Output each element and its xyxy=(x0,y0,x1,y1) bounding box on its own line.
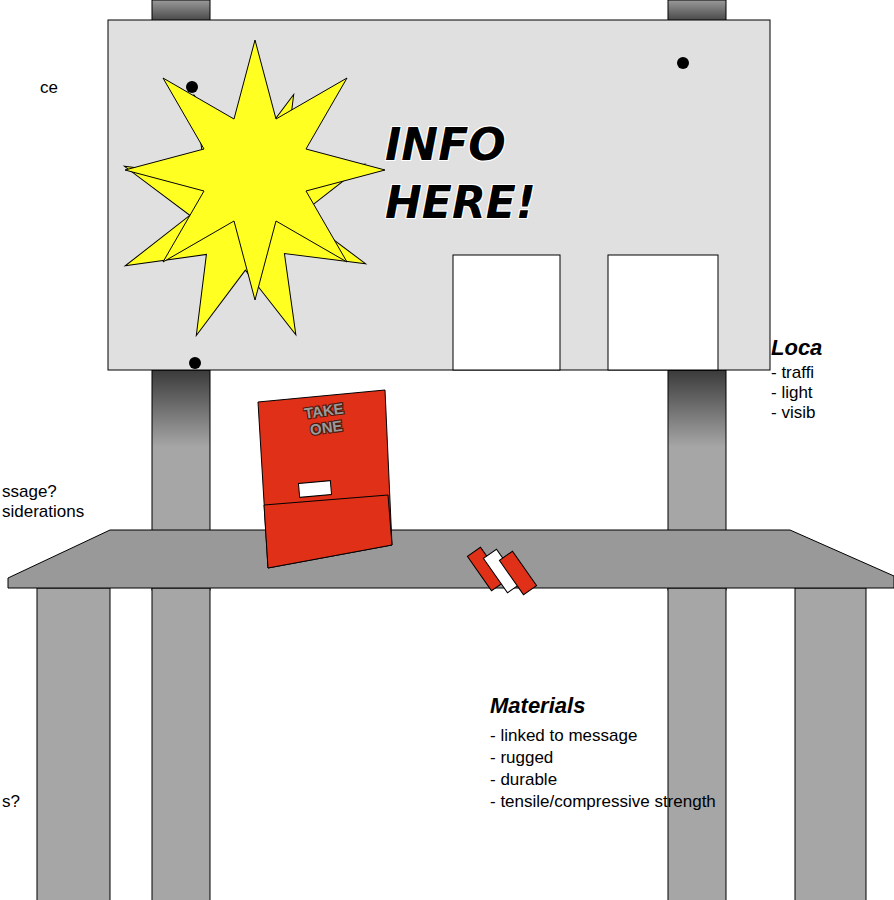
list-item: - linked to message xyxy=(490,726,637,746)
poster-panel xyxy=(453,255,560,370)
list-item: - light xyxy=(771,383,813,402)
list-item: - rugged xyxy=(490,748,553,768)
sign-heading: INFO HERE! xyxy=(385,116,585,232)
list-item: - visib xyxy=(771,403,815,422)
poster-panel xyxy=(608,255,718,370)
bolt-dot xyxy=(189,357,201,369)
bolt-dot xyxy=(186,81,198,93)
holder-pocket xyxy=(264,495,392,568)
table-top xyxy=(8,530,894,588)
note-text: ce xyxy=(40,78,58,98)
note-text: siderations xyxy=(2,502,84,521)
list-item: - light xyxy=(771,383,813,403)
sign-board: INFO HERE! xyxy=(108,20,770,370)
section-heading: Materials xyxy=(490,693,585,718)
list-item: - tensile/compressive strength xyxy=(490,792,716,811)
post xyxy=(668,588,726,900)
list-item: - rugged xyxy=(490,748,553,767)
section-heading: Materials xyxy=(490,693,585,719)
note-text: ssage? xyxy=(2,482,57,502)
note-text: s? xyxy=(2,792,20,811)
table-leg xyxy=(795,588,866,900)
section-heading: Loca xyxy=(771,335,822,361)
list-item: - durable xyxy=(490,770,557,790)
card xyxy=(499,551,536,595)
note-text: ce xyxy=(40,78,58,97)
note-text: s? xyxy=(2,792,20,812)
star-burst xyxy=(125,40,385,300)
list-item: - durable xyxy=(490,770,557,789)
holder-label: TAKE ONE xyxy=(291,398,359,441)
section-heading: Loca xyxy=(771,335,822,360)
list-item: - traffi xyxy=(771,363,814,383)
bolt-dot xyxy=(677,57,689,69)
note-text: ssage? xyxy=(2,482,57,501)
brochure-holder: TAKE ONE xyxy=(258,390,392,568)
list-item: - tensile/compressive strength xyxy=(490,792,716,812)
brochure-slip xyxy=(298,481,331,498)
list-item: - linked to message xyxy=(490,726,637,745)
list-item: - traffi xyxy=(771,363,814,382)
list-item: - visib xyxy=(771,403,815,423)
table-leg xyxy=(37,588,110,900)
post xyxy=(152,588,210,900)
brochure-holder xyxy=(258,390,392,568)
note-text: siderations xyxy=(2,502,84,522)
